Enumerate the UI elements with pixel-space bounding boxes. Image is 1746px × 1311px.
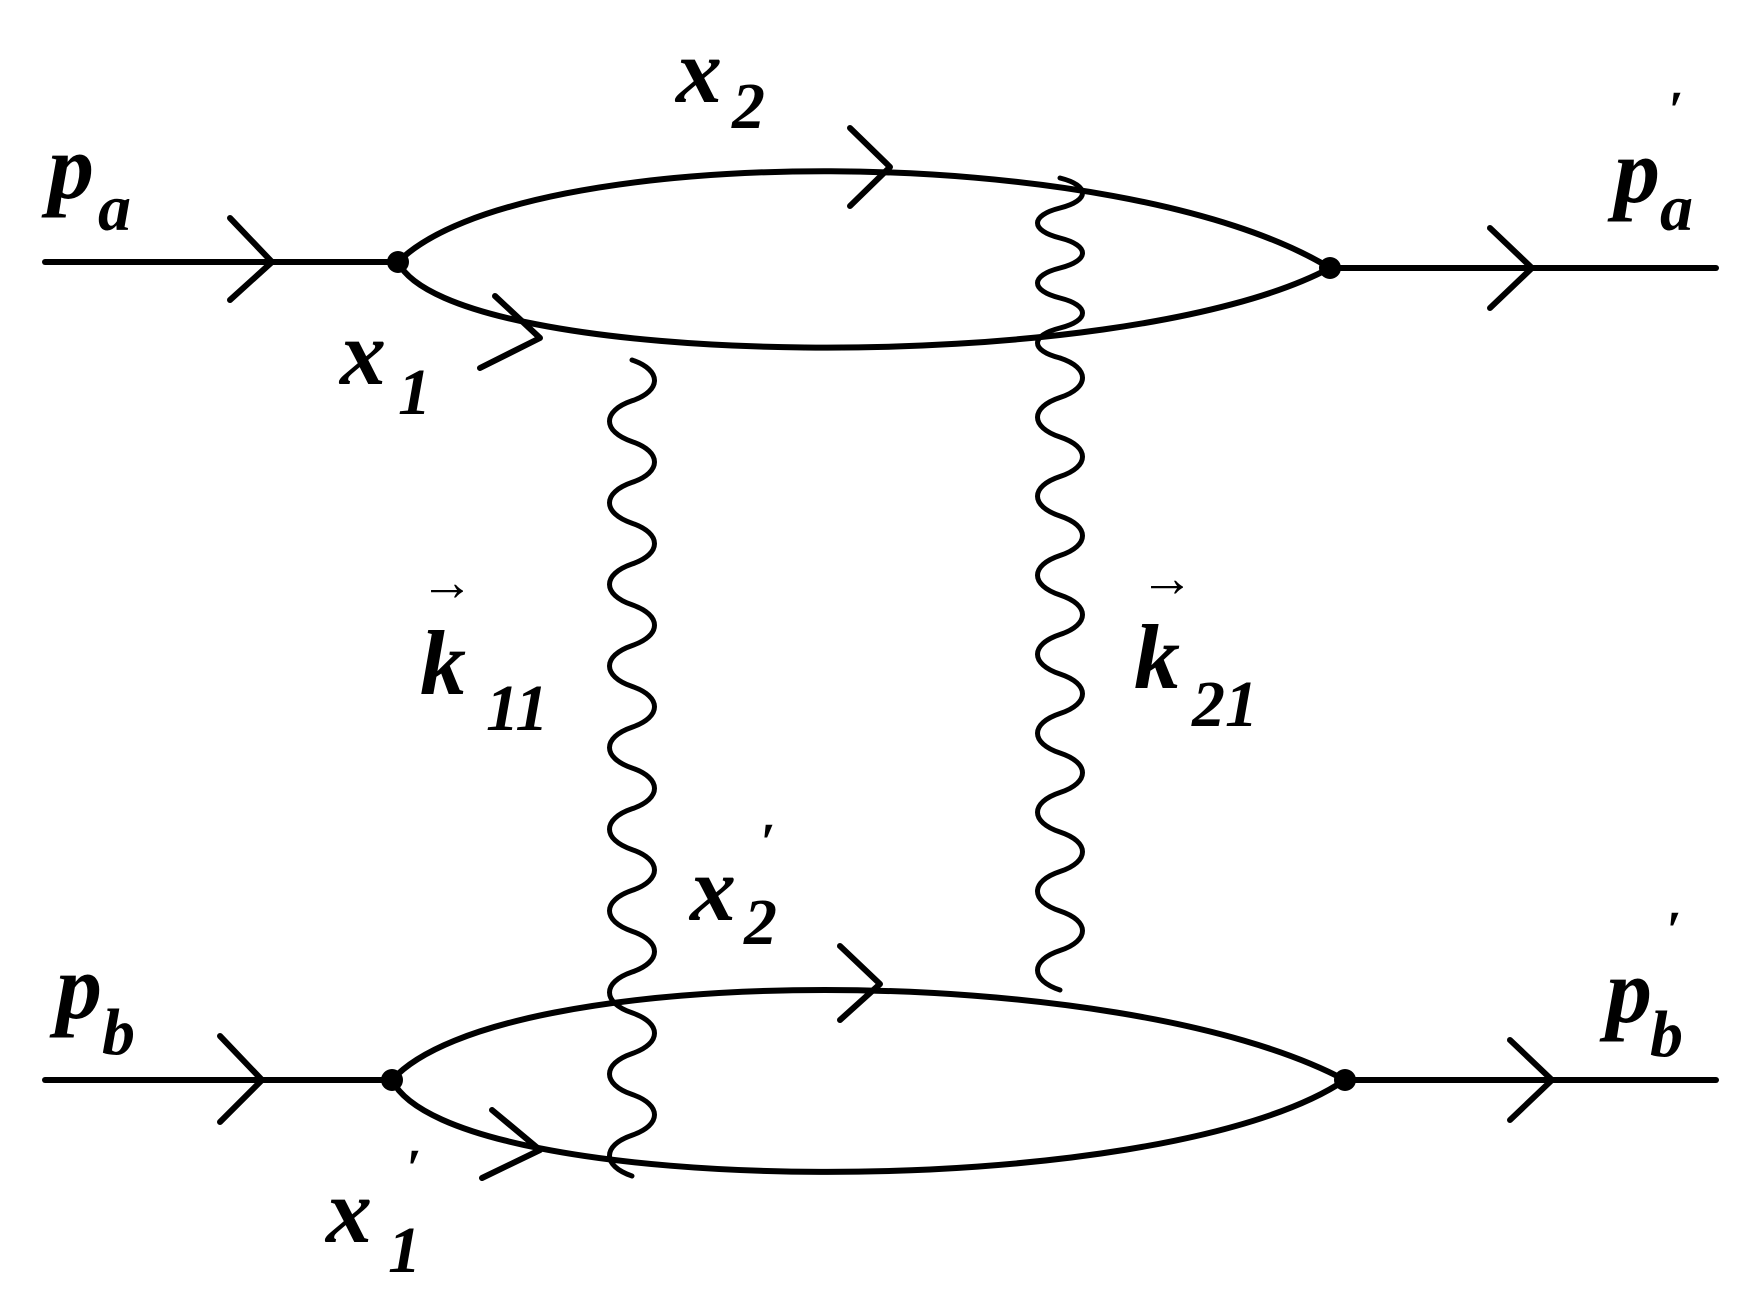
arrow-pb-out (1507, 1037, 1555, 1123)
exchange-line-k11 (607, 357, 657, 1179)
svg-text:′: ′ (1668, 80, 1683, 140)
vertex-lower-right (1334, 1069, 1356, 1091)
label-pa: p a (41, 116, 131, 245)
exchange-line-upper-rung (1035, 175, 1085, 361)
svg-text:′: ′ (406, 1138, 421, 1198)
label-pb-prime: p b ′ (1599, 900, 1683, 1071)
svg-text:→: → (420, 552, 474, 612)
arrow-pb-in (217, 1033, 265, 1125)
svg-text:k: k (1134, 606, 1180, 708)
svg-text:1: 1 (388, 1214, 421, 1287)
label-x1: x 1 (338, 302, 431, 429)
label-x2: x 2 (674, 20, 765, 143)
svg-text:a: a (1660, 172, 1693, 245)
upper-loop-top (395, 168, 1333, 271)
svg-text:k: k (420, 612, 466, 714)
svg-text:p: p (1599, 940, 1652, 1042)
svg-text:p: p (41, 116, 94, 218)
svg-text:p: p (1607, 120, 1660, 222)
svg-text:b: b (102, 996, 135, 1069)
lower-loop-top (389, 987, 1348, 1083)
label-x2-prime: x 2 ′ (688, 812, 777, 959)
arrow-x1-upper (477, 293, 543, 371)
arrow-x2-upper (847, 125, 893, 209)
upper-loop-bottom (395, 259, 1333, 351)
arrow-x1p-lower (479, 1107, 543, 1181)
exchange-line-k21 (1035, 355, 1085, 993)
vertex-upper-right (1319, 257, 1341, 279)
label-k11: k 11 → (420, 552, 548, 745)
svg-text:x: x (324, 1160, 372, 1262)
svg-text:2: 2 (731, 70, 765, 143)
svg-text:b: b (1650, 998, 1683, 1071)
svg-text:′: ′ (1666, 900, 1681, 960)
svg-text:x: x (674, 20, 722, 122)
svg-text:11: 11 (486, 672, 548, 745)
arrow-x2p-lower (837, 943, 883, 1023)
svg-text:x: x (338, 302, 386, 404)
svg-text:x: x (688, 838, 736, 940)
label-pb: p b (49, 936, 135, 1069)
label-k21: k 21 → (1134, 548, 1258, 741)
vertex-lower-left (381, 1069, 403, 1091)
vertex-upper-left (387, 251, 409, 273)
svg-text:a: a (98, 172, 131, 245)
arrow-pa-out (1487, 225, 1535, 311)
label-x1-prime: x 1 ′ (324, 1138, 421, 1287)
svg-text:p: p (49, 936, 102, 1038)
svg-text:′: ′ (760, 812, 775, 872)
label-pa-prime: p a ′ (1607, 80, 1693, 245)
arrow-pa-in (227, 215, 275, 303)
svg-text:1: 1 (398, 356, 431, 429)
svg-text:→: → (1140, 548, 1194, 608)
svg-text:2: 2 (743, 886, 777, 959)
lower-loop-bottom (389, 1077, 1348, 1175)
svg-text:21: 21 (1191, 668, 1258, 741)
